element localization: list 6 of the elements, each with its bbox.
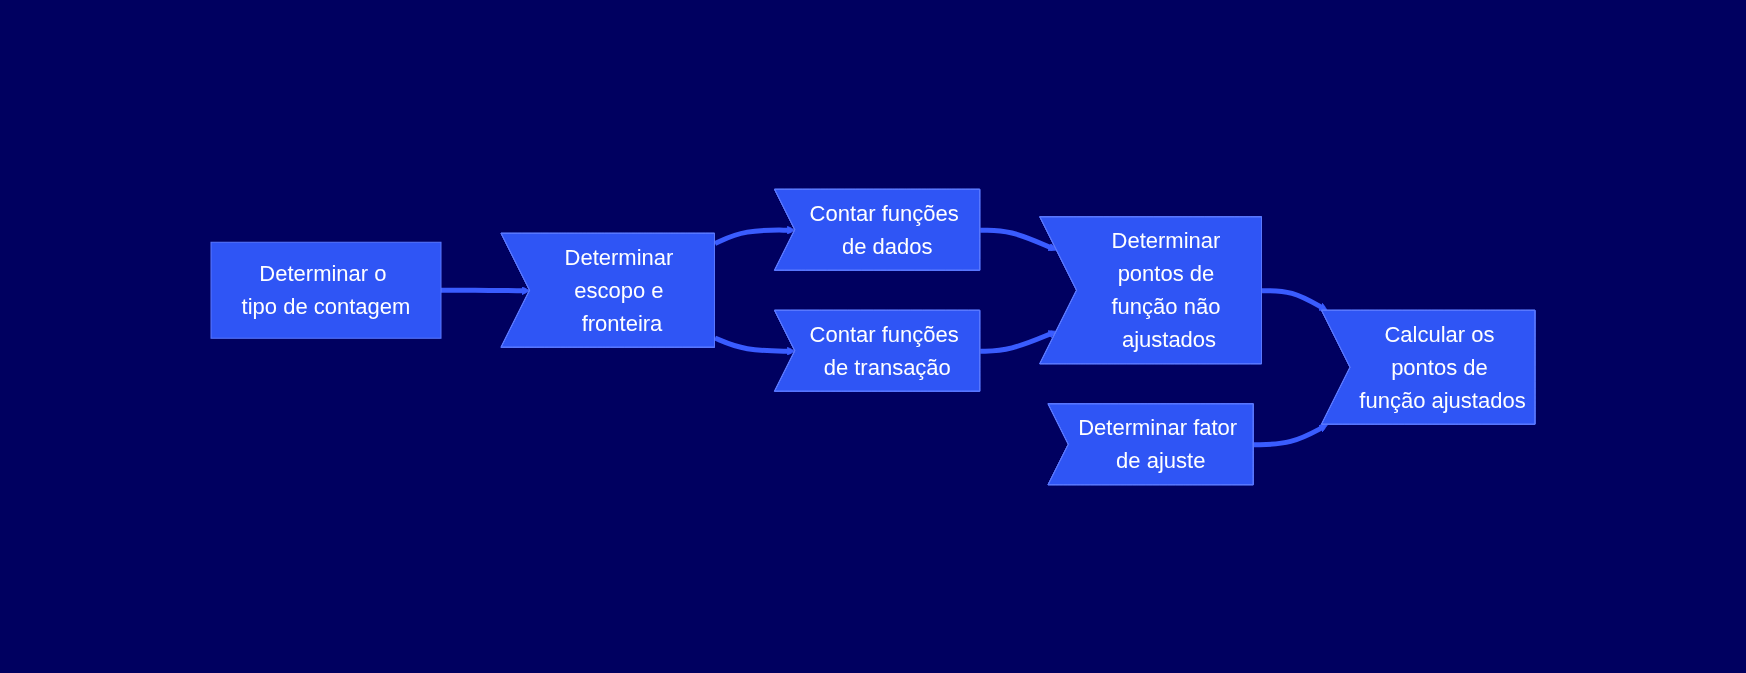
arrow (980, 227, 1058, 251)
arrow (1253, 423, 1328, 447)
node-box: Determinar o tipo de contagem (210, 241, 442, 339)
arrow (980, 329, 1058, 354)
arrow (1261, 287, 1328, 311)
arrow (441, 285, 531, 295)
